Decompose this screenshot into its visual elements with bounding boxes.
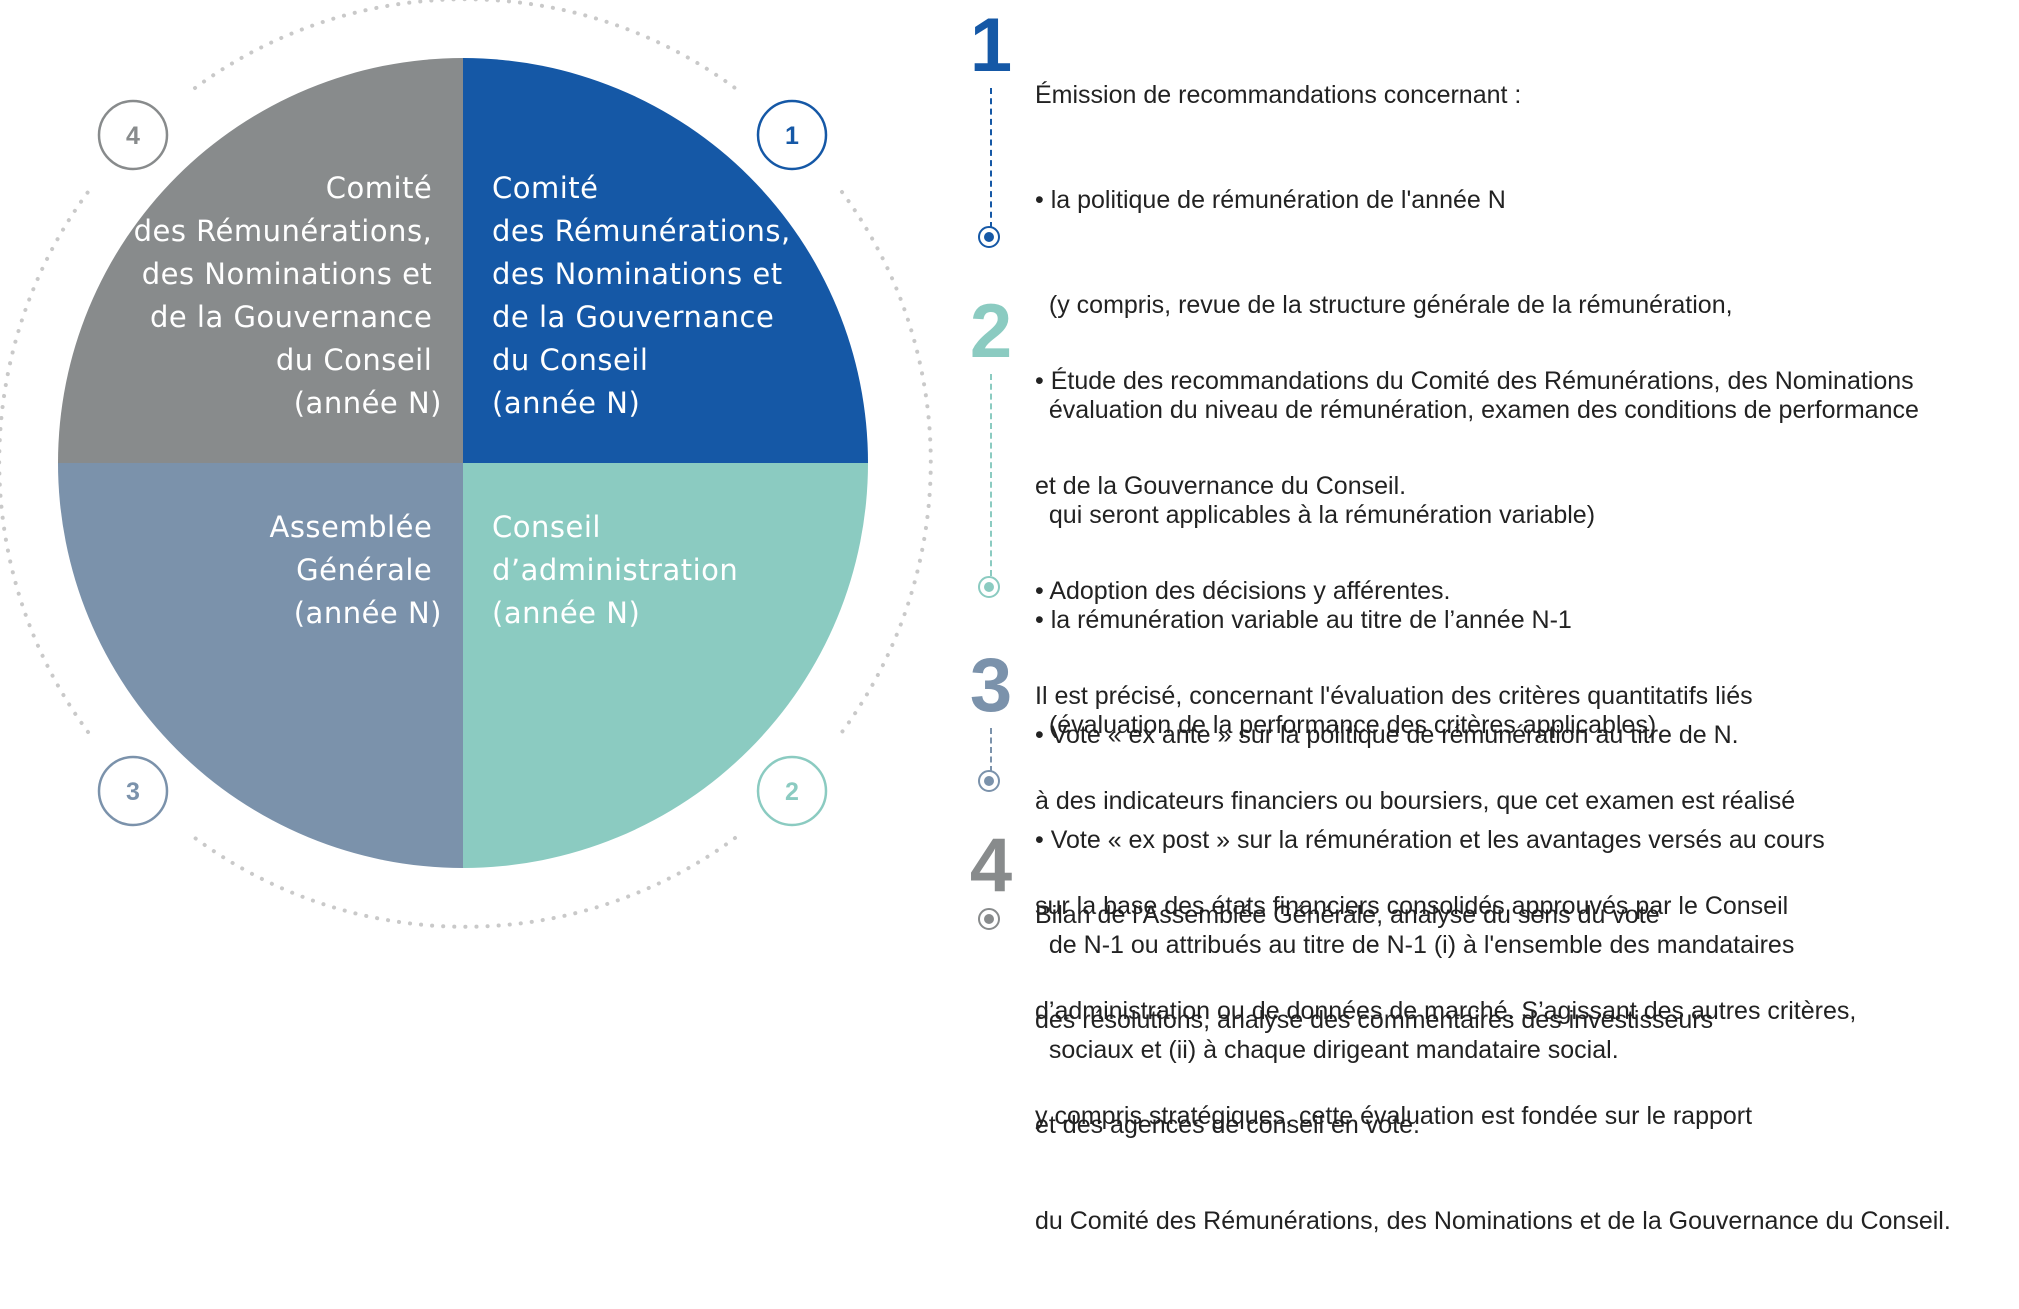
svg-text:2: 2 — [785, 778, 799, 806]
quadrant-3-label: Assemblée Générale (année N) — [269, 510, 442, 630]
step-4-number: 4 — [969, 823, 1013, 908]
quadrant-3 — [58, 463, 463, 868]
svg-text:1: 1 — [785, 122, 799, 150]
quadrant-1 — [463, 58, 868, 463]
badge-4: 4 — [97, 99, 169, 171]
step-2-dot-icon — [978, 576, 1000, 598]
dotted-ring — [0, 0, 933, 929]
svg-text:4: 4 — [126, 122, 140, 150]
step-1-number: 1 — [969, 3, 1013, 88]
step-4-text: Bilan de l'Assemblée Générale, analyse d… — [1035, 901, 1714, 1139]
step-3-number: 3 — [969, 643, 1013, 728]
step-2-number: 2 — [969, 289, 1013, 374]
step-4-dot-icon — [978, 908, 1000, 930]
step-2-connector — [990, 374, 992, 576]
quadrant-2-label: Conseil d’administration (année N) — [492, 510, 748, 630]
badge-1: 1 — [756, 99, 828, 171]
cycle-diagram: Comité des Rémunérations, des Nomination… — [0, 0, 933, 929]
quadrant-4-label: Comité des Rémunérations, des Nomination… — [134, 171, 442, 420]
quadrant-1-label: Comité des Rémunérations, des Nomination… — [492, 171, 800, 420]
step-1-text: Émission de recommandations concernant :… — [1035, 81, 1919, 739]
quadrant-2 — [463, 463, 868, 868]
badge-3: 3 — [97, 755, 169, 827]
step-1-dot-icon — [978, 226, 1000, 248]
step-3-connector — [990, 728, 992, 772]
svg-text:3: 3 — [126, 778, 140, 806]
step-1-connector — [990, 88, 992, 228]
badge-2: 2 — [756, 755, 828, 827]
step-3-dot-icon — [978, 770, 1000, 792]
quadrant-4 — [58, 58, 463, 463]
